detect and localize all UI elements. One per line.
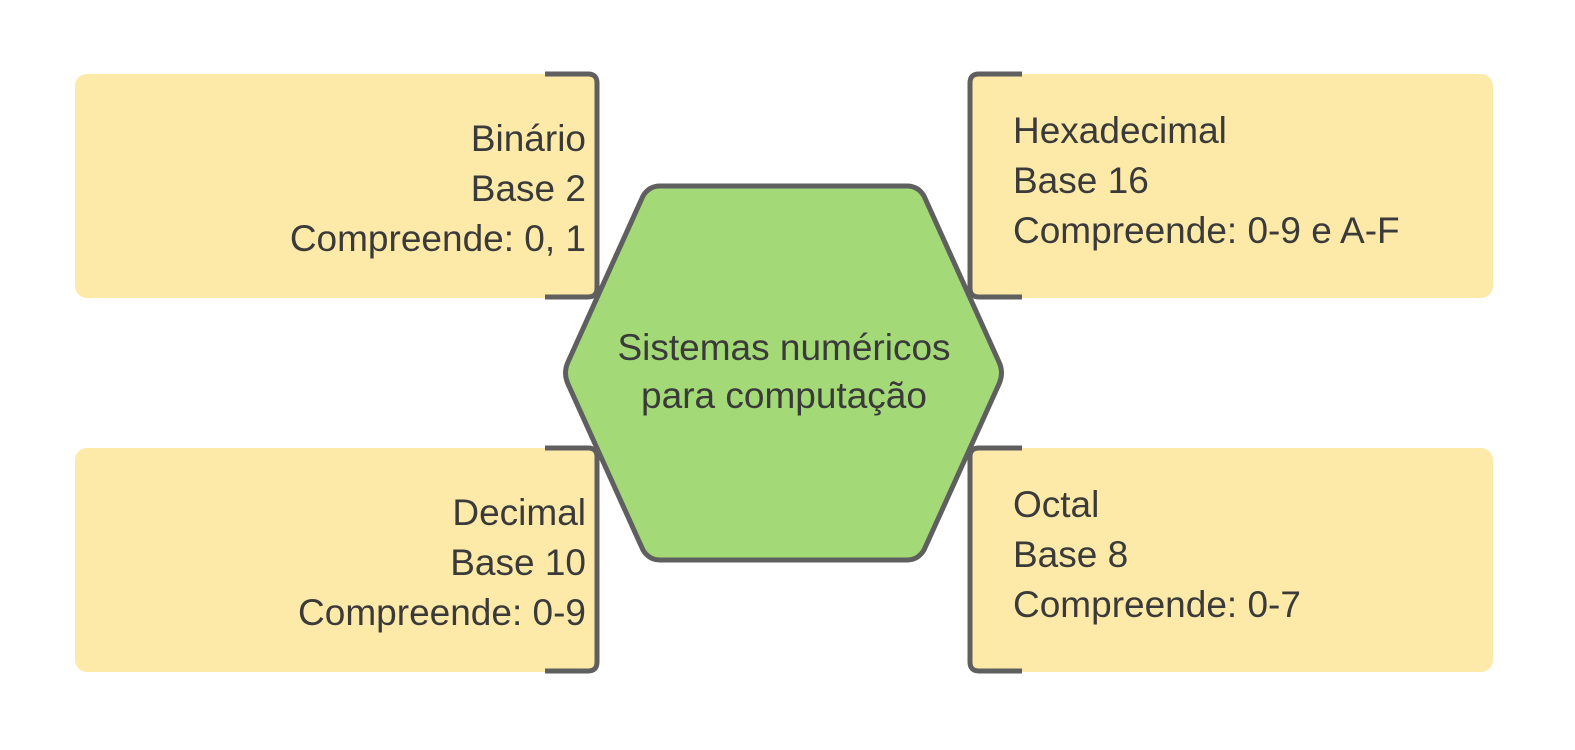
octal-base: Base 8	[1013, 534, 1129, 575]
octal-title: Octal	[1013, 484, 1100, 525]
octal-text: Octal Base 8 Compreende: 0-7	[1013, 480, 1301, 630]
decimal-text: Decimal Base 10 Compreende: 0-9	[298, 488, 586, 638]
hexadecimal-title: Hexadecimal	[1013, 110, 1227, 151]
octal-card: Octal Base 8 Compreende: 0-7	[970, 448, 1493, 672]
hub-label-line2: para computação	[641, 375, 927, 416]
hexadecimal-digits: Compreende: 0-9 e A-F	[1013, 210, 1400, 251]
binary-title: Binário	[470, 118, 586, 159]
binary-digits: Compreende: 0, 1	[289, 218, 586, 259]
hexadecimal-text: Hexadecimal Base 16 Compreende: 0-9 e A-…	[1013, 106, 1400, 256]
hexadecimal-base: Base 16	[1013, 160, 1149, 201]
hub-label-line1: Sistemas numéricos	[617, 327, 951, 368]
hexadecimal-card: Hexadecimal Base 16 Compreende: 0-9 e A-…	[970, 74, 1493, 298]
binary-text: Binário Base 2 Compreende: 0, 1	[290, 114, 586, 264]
binary-base: Base 2	[470, 168, 586, 209]
decimal-card: Decimal Base 10 Compreende: 0-9	[75, 448, 598, 672]
binary-card: Binário Base 2 Compreende: 0, 1	[75, 74, 598, 298]
octal-digits: Compreende: 0-7	[1013, 584, 1301, 625]
decimal-title: Decimal	[452, 492, 586, 533]
decimal-digits: Compreende: 0-9	[298, 592, 586, 633]
decimal-base: Base 10	[450, 542, 586, 583]
hub-label: Sistemas numéricos para computação	[563, 324, 1005, 420]
